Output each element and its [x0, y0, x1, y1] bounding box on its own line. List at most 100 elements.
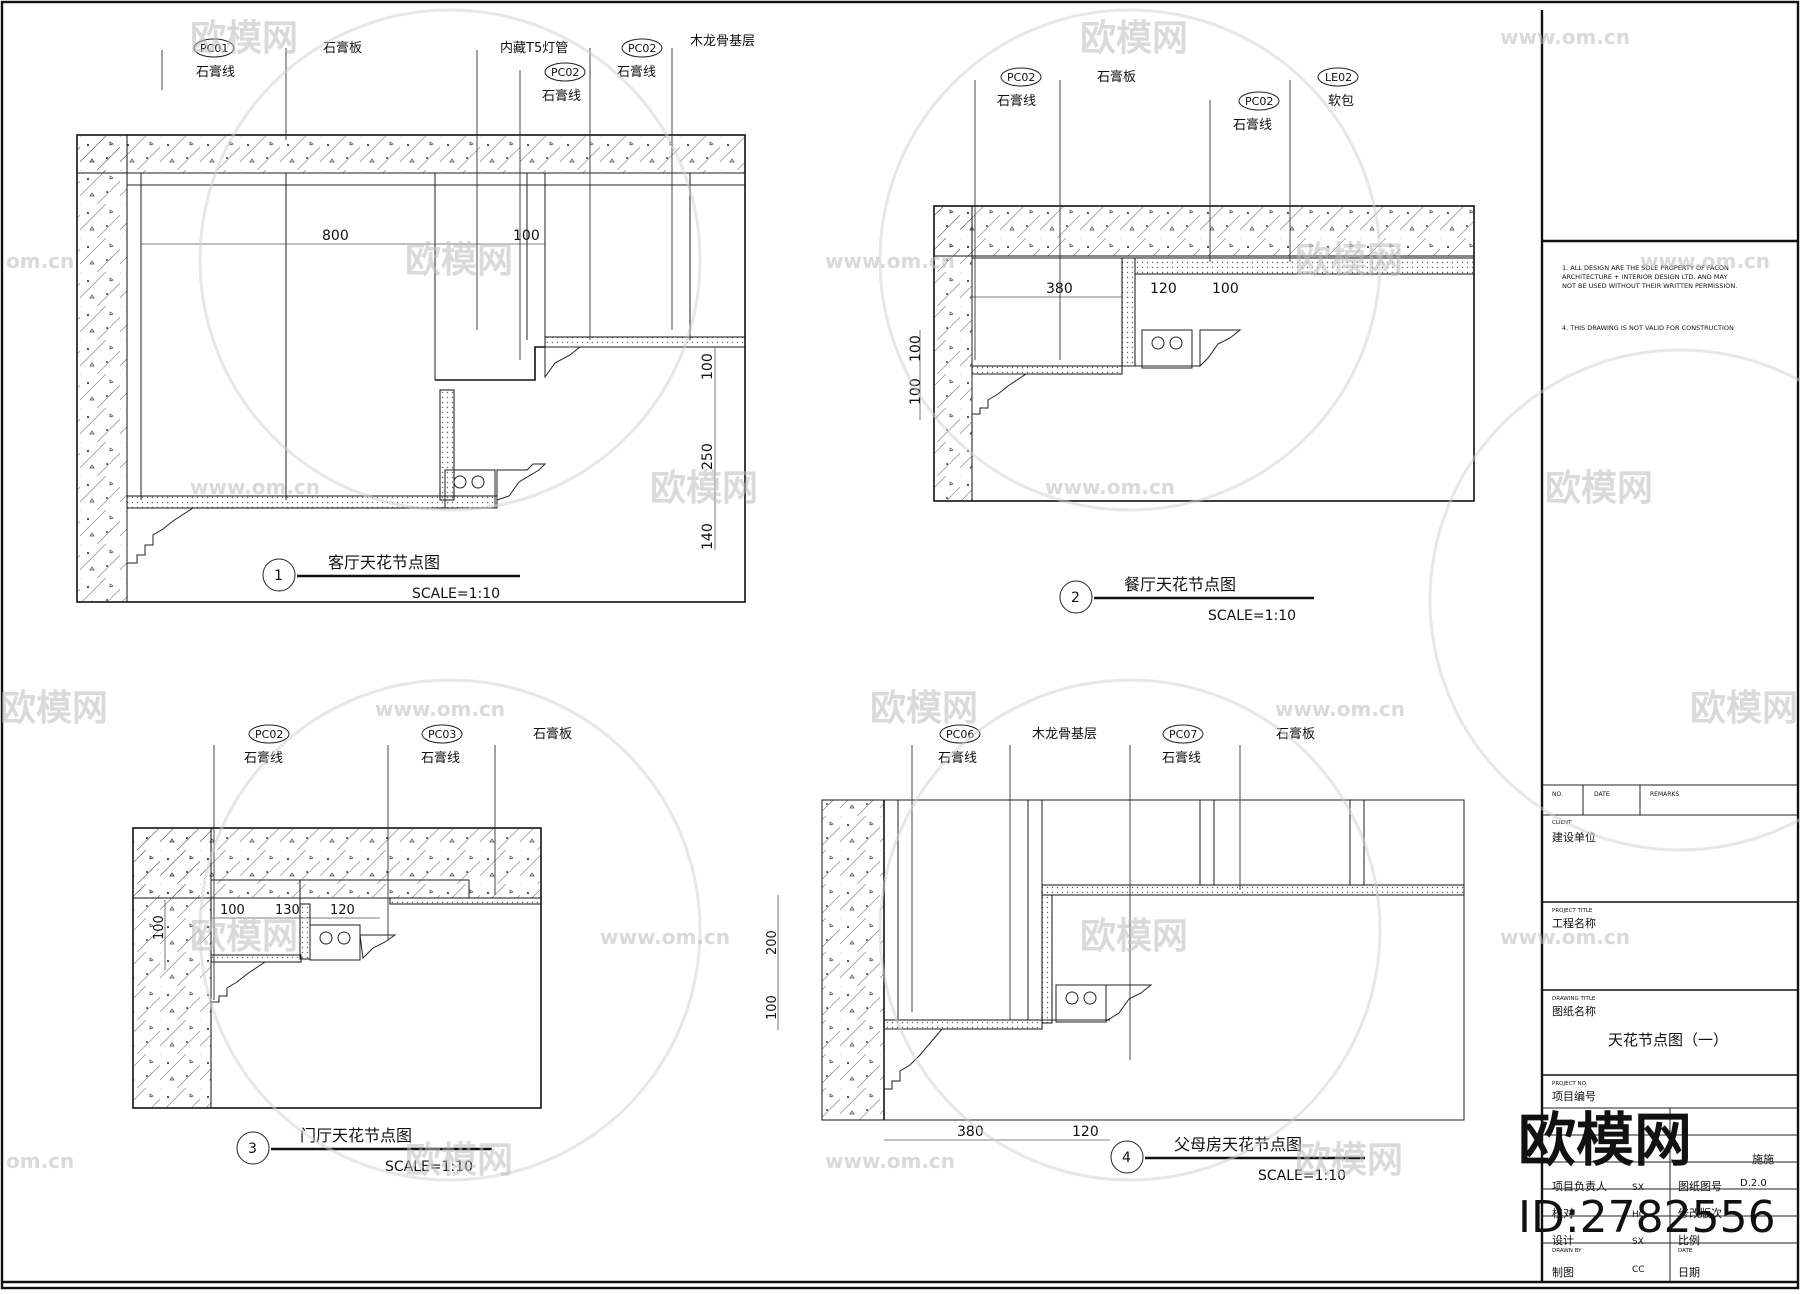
dim-100b: 100	[152, 915, 167, 940]
dim-130: 130	[275, 903, 300, 918]
detail-4: 200 100 380 120 PC06 石膏线 木龙骨基层 PC07 石膏线 …	[765, 724, 1465, 1184]
row-label: 制图	[1552, 1266, 1574, 1279]
dim-100: 100	[220, 903, 245, 918]
watermark-url: www.om.cn	[375, 697, 505, 721]
row-label: 项目负责人	[1552, 1179, 1607, 1193]
row-label: 设计	[1552, 1234, 1574, 1247]
watermark-brand-large: 欧模网	[1518, 1106, 1692, 1174]
label-code: PC06	[946, 728, 974, 741]
row-value: CC	[1632, 1265, 1645, 1275]
dim-200: 200	[765, 930, 780, 955]
watermark-brand: 欧模网	[1295, 240, 1403, 281]
label-text: 石膏线	[196, 64, 235, 80]
label-text: 石膏板	[1097, 69, 1136, 85]
watermark-brand: 欧模网	[405, 1140, 513, 1181]
watermark-url: www.om.cn	[825, 249, 955, 273]
detail-title: 门厅天花节点图	[300, 1126, 412, 1145]
dim-100: 100	[513, 228, 540, 244]
label-text: 石膏板	[533, 726, 572, 742]
date-en: DATE	[1678, 1248, 1693, 1254]
row-label: 校对	[1552, 1206, 1574, 1220]
detail-scale: SCALE=1:10	[412, 586, 500, 602]
detail-number: 4	[1122, 1150, 1131, 1166]
client-cn: 建设单位	[1552, 830, 1596, 844]
watermark-brand: 欧模网	[1295, 1140, 1403, 1181]
watermark-layer	[198, 8, 1800, 1182]
label-code: PC07	[1169, 728, 1197, 741]
detail-1: 800 100 100 250 140 PC01 石膏线 石膏板 内藏T5灯管 …	[76, 34, 755, 603]
drawing-title-en: DRAWING TITLE	[1552, 996, 1596, 1002]
label-text: 石膏线	[997, 93, 1036, 109]
watermark-id-label: ID:2782556	[1518, 1192, 1776, 1243]
detail-3: 100 130 120 100 PC02 石膏线 PC03 石膏线 石膏板 3 …	[132, 724, 572, 1175]
label-code: LE02	[1325, 71, 1352, 84]
stage: 施施	[1752, 1153, 1774, 1166]
label-text: 石膏板	[323, 40, 362, 56]
note-1c: NOT BE USED WITHOUT THEIR WRITTEN PERMIS…	[1562, 282, 1737, 290]
watermark-brand: 欧模网	[405, 240, 513, 281]
label-code: PC02	[1007, 71, 1035, 84]
row-label2: 日期	[1678, 1266, 1700, 1279]
watermark-brand: 欧模网	[870, 688, 978, 729]
rev-no: NO.	[1552, 791, 1563, 798]
note-1a: 1. ALL DESIGN ARE THE SOLE PROPERTY OF F…	[1562, 264, 1729, 272]
dim-100b: 100	[908, 335, 924, 362]
label-code: PC02	[255, 728, 283, 741]
watermark-brand: 欧模网	[1080, 916, 1188, 957]
dim-250: 250	[700, 443, 716, 470]
client-en: CLIENT	[1552, 820, 1572, 826]
note-2: 4. THIS DRAWING IS NOT VALID FOR CONSTRU…	[1562, 324, 1734, 332]
row-value: SX	[1632, 1237, 1644, 1247]
drawing-title-cn: 图纸名称	[1552, 1004, 1596, 1018]
label-code: PC02	[551, 66, 579, 79]
detail-scale: SCALE=1:10	[1208, 608, 1296, 624]
watermark-url: www.om.cn	[600, 925, 730, 949]
dim-100: 100	[765, 995, 780, 1020]
title-block: 1. ALL DESIGN ARE THE SOLE PROPERTY OF F…	[1542, 239, 1798, 1282]
watermark-url: www.om.cn	[190, 475, 320, 499]
dim-120: 120	[330, 903, 355, 918]
watermark-brand: 欧模网	[650, 468, 758, 509]
drawing-number: D.2.0	[1740, 1178, 1767, 1189]
detail-scale: SCALE=1:10	[1258, 1168, 1346, 1184]
watermark-url: www.om.cn	[825, 1149, 955, 1173]
project-no-en: PROJECT NO.	[1552, 1081, 1588, 1087]
dim-380: 380	[957, 1124, 984, 1140]
detail-title: 父母房天花节点图	[1174, 1135, 1302, 1154]
label-code: PC02	[628, 42, 656, 55]
label-text: 石膏板	[1276, 726, 1315, 742]
watermark-url: www.om.cn	[1500, 925, 1630, 949]
project-no-cn: 项目编号	[1552, 1089, 1596, 1103]
label-code: PC03	[428, 728, 456, 741]
label-text: 石膏线	[421, 750, 460, 766]
watermark-url: www.om.cn	[1500, 25, 1630, 49]
dim-100: 100	[1212, 281, 1239, 297]
rev-remarks: REMARKS	[1650, 791, 1679, 798]
label-text: 软包	[1328, 94, 1354, 109]
dim-120: 120	[1150, 281, 1177, 297]
project-title-cn: 工程名称	[1552, 916, 1596, 930]
row-value: SX	[1632, 1183, 1644, 1193]
watermark-url: www.om.cn	[1640, 249, 1770, 273]
row-label2: 比例	[1678, 1233, 1700, 1247]
detail-number: 2	[1071, 590, 1080, 606]
detail-scale: SCALE=1:10	[385, 1159, 473, 1175]
row-label2: 修改版次	[1678, 1206, 1722, 1220]
watermark-brand: 欧模网	[1080, 18, 1188, 59]
label-text: 石膏线	[617, 64, 656, 80]
watermark-brand: 欧模网	[0, 688, 108, 729]
detail-title: 客厅天花节点图	[328, 553, 440, 572]
dim-100b: 100	[700, 353, 716, 380]
label-text: 木龙骨基层	[690, 34, 755, 49]
detail-2: 380 120 100 100 100 PC02 石膏线 石膏板 PC02 石膏…	[908, 67, 1475, 624]
note-1b: ARCHITECTURE + INTERIOR DESIGN LTD. AND …	[1562, 273, 1727, 281]
detail-number: 1	[274, 568, 283, 584]
project-title-en: PROJECT TITLE	[1552, 908, 1593, 914]
watermark-id: 欧模网 ID:2782556	[1518, 1106, 1776, 1243]
label-code-pc01: PC01	[200, 42, 228, 55]
watermark-url: www.om.cn	[1045, 475, 1175, 499]
rev-date: DATE	[1594, 791, 1610, 798]
drawn-by-en: DRAWN BY	[1552, 1248, 1582, 1254]
watermark-brand: 欧模网	[1545, 468, 1653, 509]
